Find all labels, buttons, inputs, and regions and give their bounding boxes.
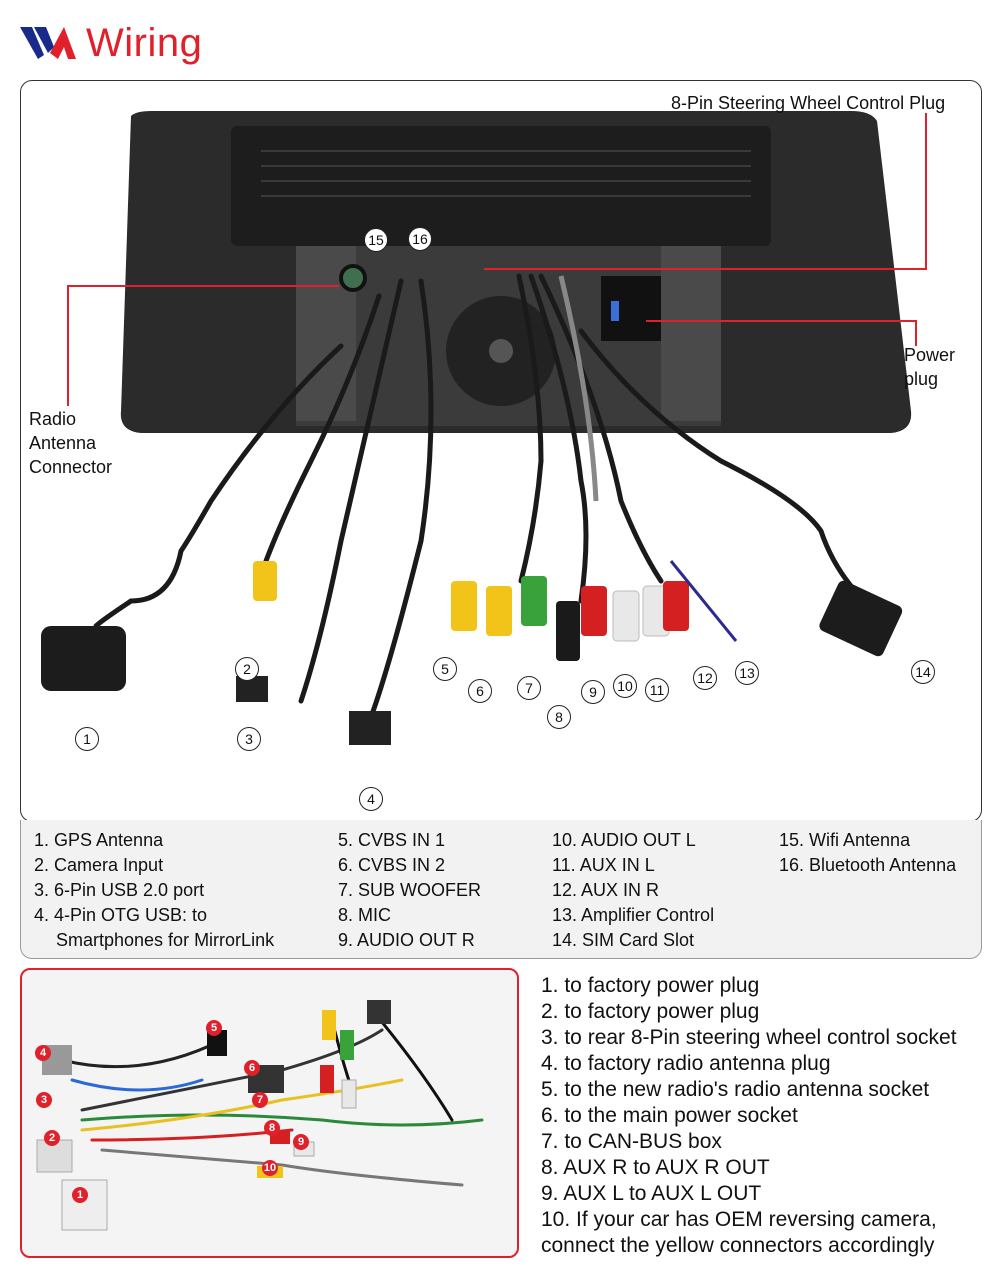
harness-badge-7: 7 [252,1092,268,1108]
marker-16: 16 [408,227,432,251]
note-item: 2. to factory power plug [541,1000,760,1023]
sim-card-slot [819,580,903,657]
harness-badge-5: 5 [206,1020,222,1036]
note-item: 3. to rear 8-Pin steering wheel control … [541,1026,957,1049]
harness-badge-6: 6 [244,1060,260,1076]
marker-9: 9 [581,680,605,704]
harness-panel: 1 2 3 4 5 6 7 8 9 10 [20,968,519,1258]
usb-plug-otg [349,711,391,745]
harness-plug-5 [207,1030,227,1056]
marker-5: 5 [433,657,457,681]
unit-heatsink [231,126,771,246]
marker-15: 15 [364,228,388,252]
marker-8: 8 [547,705,571,729]
note-item: 4. to factory radio antenna plug [541,1052,831,1075]
gps-antenna [41,626,126,691]
marker-11: 11 [645,678,669,702]
note-item: 10. If your car has OEM reversing camera… [541,1208,937,1231]
steering-plug-label: 8-Pin Steering Wheel Control Plug [671,93,946,113]
radio-antenna-socket [339,264,367,292]
usb-plug-6pin [236,676,268,702]
marker-2: 2 [235,657,259,681]
note-item: 5. to the new radio's radio antenna sock… [541,1078,930,1101]
marker-10: 10 [613,674,637,698]
note-item: 8. AUX R to AUX R OUT [541,1156,770,1179]
marker-3: 3 [237,727,261,751]
head-unit-illustration [41,111,927,745]
marker-4: 4 [359,787,383,811]
marker-6: 6 [468,679,492,703]
harness-badge-9: 9 [293,1134,309,1150]
harness-badge-4: 4 [35,1045,51,1061]
marker-12: 12 [693,666,717,690]
camera-input-rca [253,561,277,601]
marker-14: 14 [911,660,935,684]
note-item: 6. to the main power socket [541,1104,798,1127]
marker-1: 1 [75,727,99,751]
rca-connector-group [451,576,689,661]
note-item: 7. to CAN-BUS box [541,1130,722,1153]
harness-badge-2: 2 [44,1130,60,1146]
marker-13: 13 [735,661,759,685]
note-item: 9. AUX L to AUX L OUT [541,1182,762,1205]
marker-7: 7 [517,676,541,700]
note-item: connect the yellow connectors accordingl… [541,1234,935,1257]
page-title: Wiring [86,20,203,65]
harness-badge-3: 3 [36,1092,52,1108]
harness-illustration [36,1000,484,1231]
harness-badge-8: 8 [264,1120,280,1136]
harness-plug-1 [61,1179,108,1231]
header: Wiring [20,18,202,68]
brand-logo [20,27,76,59]
harness-badge-10: 10 [262,1160,278,1176]
power-socket [601,276,661,341]
harness-notes: 1. to factory power plug 2. to factory p… [541,973,957,1259]
harness-badge-1: 1 [72,1187,88,1203]
note-item: 1. to factory power plug [541,974,760,997]
